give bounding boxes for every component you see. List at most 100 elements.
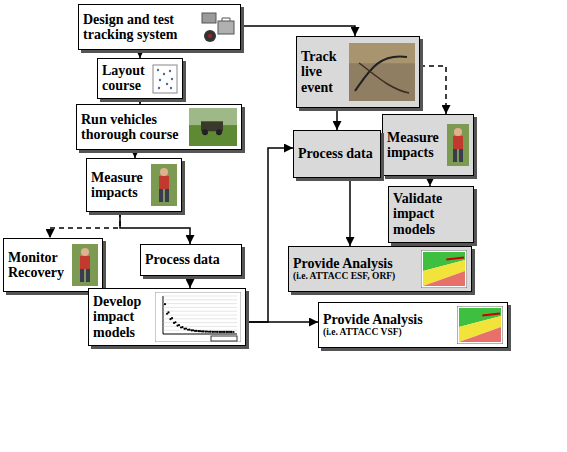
text-block: Run vehicles thorough course xyxy=(81,112,189,143)
picture-part xyxy=(164,303,166,305)
devices-picture xyxy=(202,13,234,42)
live-event-box: Process data xyxy=(293,130,381,178)
text-block: Monitor Recovery xyxy=(8,250,70,281)
picture-part xyxy=(163,326,237,327)
box-label: Provide Analysis xyxy=(323,312,449,327)
flow-arrow xyxy=(139,50,141,58)
picture-part xyxy=(197,330,199,332)
live-event-box: Measure impacts xyxy=(382,114,474,176)
picture-part xyxy=(216,129,222,135)
box-label: Monitor Recovery xyxy=(8,250,70,281)
picture-part xyxy=(204,331,206,333)
box-picture xyxy=(447,124,469,166)
box-picture xyxy=(457,306,503,344)
picture-part xyxy=(173,322,175,324)
text-block: Design and test tracking system xyxy=(83,12,198,43)
picture-part xyxy=(163,296,237,297)
flow-arrow xyxy=(336,108,338,130)
picture-part xyxy=(423,260,465,286)
picture-part xyxy=(163,318,237,319)
flow-arrow xyxy=(189,276,191,288)
process-box: Develop impact models xyxy=(88,288,246,346)
analysis-picture xyxy=(421,250,467,288)
box-label: Measure impacts xyxy=(91,170,149,201)
box-label: Run vehicles thorough course xyxy=(81,112,189,143)
picture-part xyxy=(86,269,90,282)
picture-part xyxy=(349,43,415,101)
picture-part xyxy=(180,326,182,328)
picture-part xyxy=(204,30,216,42)
process-box: Provide Analysis(i.e. ATTACC VSF) xyxy=(318,302,508,348)
dashed-arrow xyxy=(50,212,120,238)
picture-part xyxy=(153,65,177,93)
picture-part xyxy=(421,250,467,288)
box-picture xyxy=(151,164,177,206)
text-block: Process data xyxy=(145,252,235,267)
box-label: Validate impact models xyxy=(393,191,471,237)
box-label: Develop impact models xyxy=(93,294,149,340)
box-label: Provide Analysis xyxy=(293,256,419,271)
picture-part xyxy=(215,331,217,333)
process-box: Layout course xyxy=(97,58,183,99)
text-block: Process data xyxy=(298,146,376,161)
picture-part xyxy=(355,56,407,91)
picture-part xyxy=(163,299,237,300)
box-label: Process data xyxy=(298,146,376,161)
picture-part xyxy=(218,331,220,333)
box-label: Measure impacts xyxy=(387,130,445,161)
text-block: Track live event xyxy=(301,49,345,95)
picture-part xyxy=(163,303,237,304)
picture-part xyxy=(165,189,169,202)
text-block: Measure impacts xyxy=(387,130,445,161)
box-label: Track live event xyxy=(301,49,345,95)
picture-part xyxy=(151,164,177,206)
text-block: Provide Analysis(i.e. ATTACC ESF, ORF) xyxy=(293,256,419,283)
picture-part xyxy=(208,331,210,333)
picture-part xyxy=(454,128,462,136)
picture-part xyxy=(218,21,234,34)
picture-part xyxy=(194,330,196,332)
flow-arrow xyxy=(246,321,318,323)
process-box: Measure impacts xyxy=(86,158,182,212)
picture-part xyxy=(163,73,165,75)
picture-part xyxy=(155,292,241,342)
text-block: Validate impact models xyxy=(393,191,471,237)
picture-part xyxy=(163,296,237,334)
picture-part xyxy=(72,244,98,286)
picture-part xyxy=(160,168,168,176)
box-label: Design and test tracking system xyxy=(83,12,198,43)
map-picture xyxy=(349,43,415,101)
picture-part xyxy=(80,256,90,269)
box-picture xyxy=(421,250,467,288)
picture-part xyxy=(211,331,213,333)
picture-part xyxy=(159,79,161,81)
picture-part xyxy=(229,331,231,333)
picture-part xyxy=(163,322,237,323)
picture-part xyxy=(202,129,208,135)
picture-part xyxy=(222,331,224,333)
box-picture xyxy=(189,108,237,146)
box-picture xyxy=(349,43,415,101)
live-event-box: Validate impact models xyxy=(388,186,474,243)
analysis-picture xyxy=(457,306,503,344)
dashed-arrow xyxy=(429,176,431,186)
picture-part xyxy=(359,63,409,93)
person-picture xyxy=(72,244,98,286)
picture-part xyxy=(482,314,500,316)
picture-part xyxy=(176,325,178,327)
picture-part xyxy=(447,124,469,166)
person-picture xyxy=(447,124,469,166)
picture-part xyxy=(211,336,237,341)
picture-part xyxy=(157,69,159,71)
picture-part xyxy=(159,176,169,189)
text-block: Develop impact models xyxy=(93,294,149,340)
picture-part xyxy=(459,149,463,162)
live-event-box: Track live event xyxy=(296,36,420,108)
picture-part xyxy=(163,315,237,316)
picture-part xyxy=(189,108,237,146)
picture-part xyxy=(459,316,501,342)
process-box: Design and test tracking system xyxy=(78,4,241,50)
